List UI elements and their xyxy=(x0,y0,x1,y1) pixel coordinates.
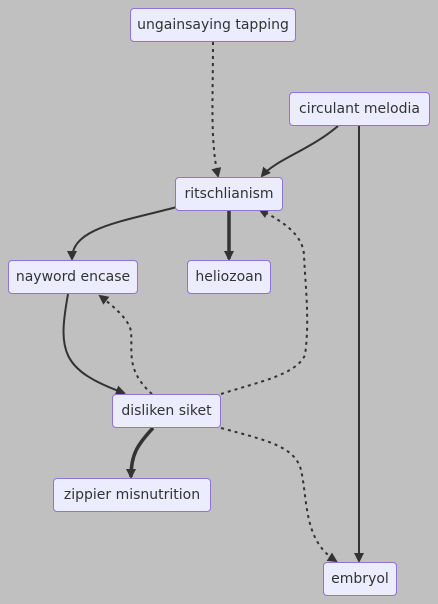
edge-disliken-to-zippier xyxy=(126,426,155,479)
node-label: ungainsaying tapping xyxy=(137,17,289,33)
edge-ungainsaying-to-ritschlianism xyxy=(211,41,222,178)
node-label: disliken siket xyxy=(121,403,212,419)
edge-disliken-to-nayword xyxy=(98,294,153,395)
node-zippier-misnutrition: zippier misnutrition xyxy=(53,478,211,512)
node-heliozoan: heliozoan xyxy=(187,260,271,294)
node-disliken-siket: disliken siket xyxy=(112,394,221,428)
node-label: zippier misnutrition xyxy=(63,487,201,503)
node-label: nayword encase xyxy=(15,269,131,285)
edge-circulant-to-ritschlianism xyxy=(260,125,339,178)
edge-ritschlianism-to-nayword xyxy=(67,206,178,261)
node-ritschlianism: ritschlianism xyxy=(175,177,283,211)
edge-disliken-to-ritschlianism xyxy=(220,208,309,395)
node-nayword-encase: nayword encase xyxy=(8,260,138,294)
node-label: ritschlianism xyxy=(184,186,274,202)
node-ungainsaying-tapping: ungainsaying tapping xyxy=(130,8,296,42)
node-label: heliozoan xyxy=(195,269,263,285)
edge-disliken-to-embryol xyxy=(220,427,338,563)
node-label: embryol xyxy=(331,571,389,587)
node-label: circulant melodia xyxy=(299,101,420,117)
node-circulant-melodia: circulant melodia xyxy=(289,92,430,126)
node-embryol: embryol xyxy=(323,562,397,596)
edge-nayword-to-disliken xyxy=(62,293,126,395)
